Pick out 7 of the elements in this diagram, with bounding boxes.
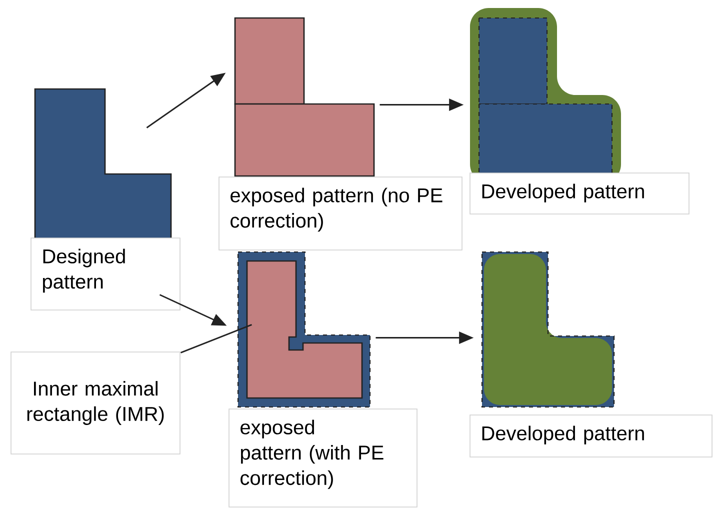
caption-box: Designed pattern — [30, 238, 180, 310]
caption-box: Developed pattern — [470, 172, 690, 214]
caption-box: Inner maximal rectangle (IMR) — [10, 352, 180, 454]
caption-box: Developed pattern — [470, 414, 712, 458]
caption-box: exposed pattern (no PE correction) — [218, 176, 462, 250]
caption-box: exposed pattern (with PE correction) — [228, 408, 418, 508]
leader-line — [180, 324, 252, 354]
